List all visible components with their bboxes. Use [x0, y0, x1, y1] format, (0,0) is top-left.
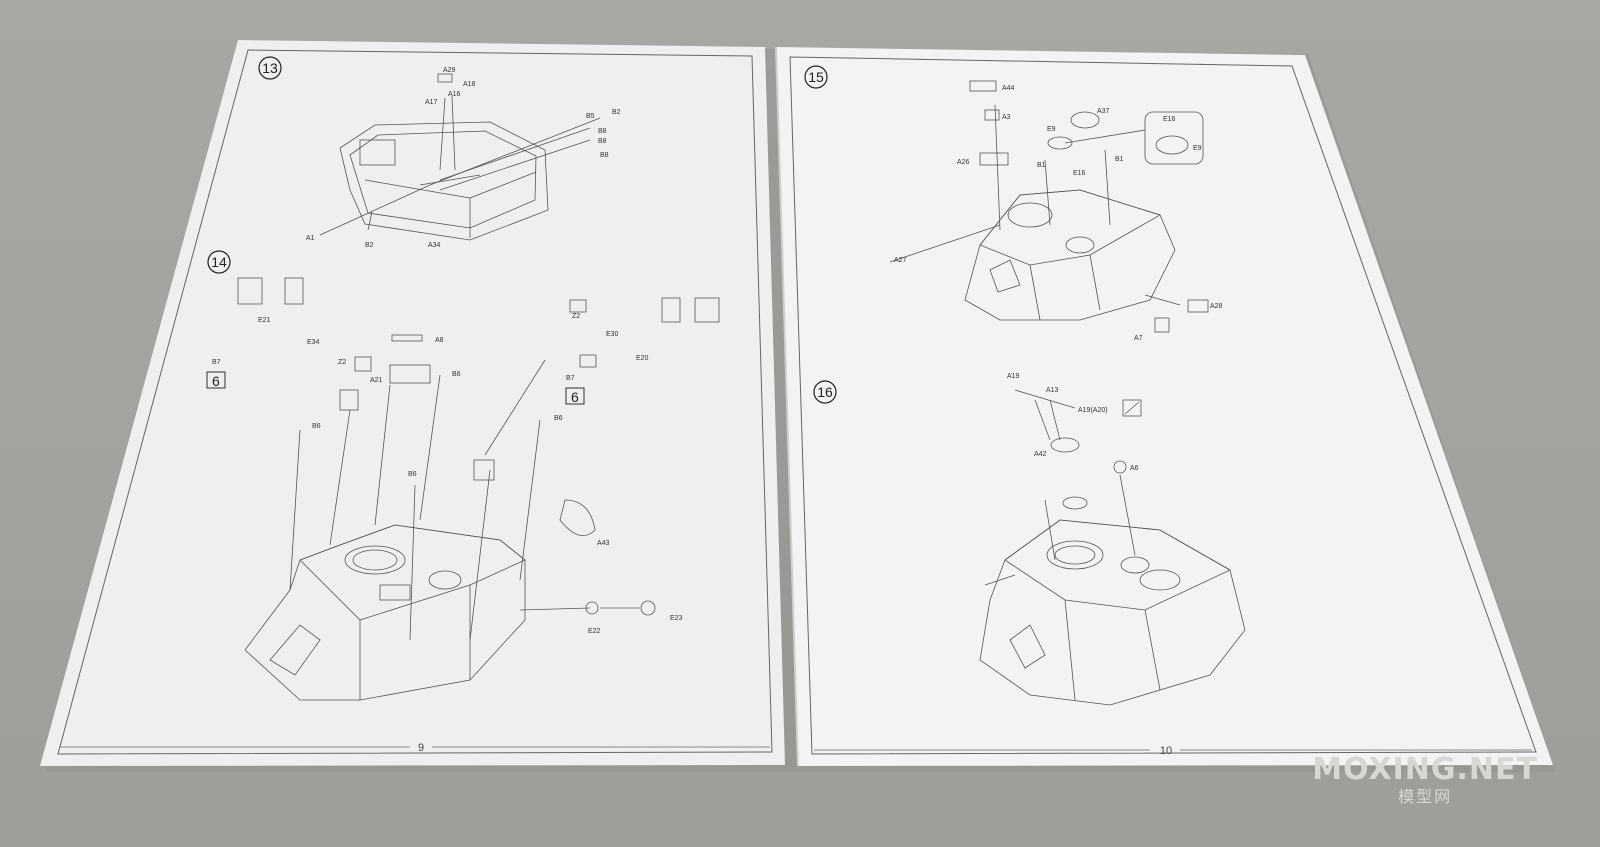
- svg-text:A7: A7: [1134, 335, 1143, 342]
- svg-text:A17: A17: [425, 99, 438, 106]
- svg-text:E30: E30: [606, 331, 619, 338]
- right-page: 15: [775, 46, 1553, 767]
- svg-text:B6: B6: [312, 423, 321, 430]
- left-page-number: 9: [418, 742, 424, 754]
- svg-text:B5: B5: [586, 113, 595, 120]
- step-13: 13 A29 A18 A1: [258, 56, 621, 249]
- svg-text:E9: E9: [1193, 145, 1202, 152]
- svg-text:E16: E16: [1073, 170, 1086, 177]
- svg-text:A26: A26: [957, 159, 970, 166]
- svg-text:E9: E9: [1047, 126, 1056, 133]
- svg-text:B6: B6: [452, 371, 461, 378]
- svg-text:E16: E16: [1163, 116, 1176, 123]
- svg-text:A29: A29: [443, 67, 456, 74]
- watermark-main: MOXING.NET: [1312, 752, 1538, 787]
- step-14-turret-drawing: [237, 277, 720, 701]
- svg-text:B8: B8: [598, 138, 607, 145]
- svg-text:E34: E34: [307, 339, 320, 346]
- svg-text:E23: E23: [670, 615, 683, 622]
- svg-text:E22: E22: [588, 628, 601, 635]
- right-page-paper: [776, 47, 1553, 766]
- svg-text:A28: A28: [1210, 303, 1223, 310]
- step-14-number: 14: [211, 254, 227, 270]
- step-15: 15: [804, 65, 1223, 342]
- step-15-turret-drawing: [889, 80, 1209, 333]
- step-15-callouts: A44 A3 A37 E16 E9 E9 B1 B1 E16 A26 A27 A…: [894, 85, 1223, 342]
- left-page: 13 A29 A18 A1: [40, 40, 785, 766]
- svg-text:A34: A34: [428, 242, 441, 249]
- svg-text:B7: B7: [566, 375, 575, 382]
- svg-text:A13: A13: [1046, 387, 1059, 394]
- svg-text:A19(A20): A19(A20): [1078, 407, 1108, 414]
- svg-text:A1: A1: [306, 235, 315, 242]
- svg-text:6: 6: [212, 373, 220, 389]
- svg-text:B2: B2: [612, 109, 621, 116]
- svg-text:A27: A27: [894, 257, 907, 264]
- left-page-border: [57, 49, 773, 755]
- step-16-number: 16: [817, 384, 833, 400]
- watermark: MOXING.NET 模型网: [1312, 752, 1538, 807]
- watermark-sub: 模型网: [1398, 787, 1453, 806]
- svg-text:B8: B8: [598, 128, 607, 135]
- left-page-paper: [40, 40, 785, 766]
- step-13-number: 13: [262, 60, 278, 76]
- svg-text:6: 6: [571, 389, 579, 405]
- svg-text:Z2: Z2: [572, 313, 580, 320]
- step-14-callouts: E21 E34 B7 Z2 A21 A8 B6 B6 B6 Z2 E30 E20…: [206, 313, 683, 635]
- svg-text:B7: B7: [212, 359, 221, 366]
- svg-text:A21: A21: [370, 377, 383, 384]
- svg-text:E21: E21: [258, 317, 271, 324]
- svg-text:A6: A6: [1130, 465, 1139, 472]
- svg-text:A18: A18: [463, 81, 476, 88]
- step-14: 14: [206, 250, 720, 701]
- svg-text:Z2: Z2: [338, 359, 346, 366]
- svg-text:E20: E20: [636, 355, 649, 362]
- svg-text:A44: A44: [1002, 85, 1015, 92]
- step-16-callouts: A19 A13 A19(A20) A42 A6: [1007, 373, 1139, 472]
- svg-text:A19: A19: [1007, 373, 1020, 380]
- svg-text:B6: B6: [408, 471, 417, 478]
- svg-text:A37: A37: [1097, 108, 1110, 115]
- svg-text:B6: B6: [554, 415, 563, 422]
- svg-text:A3: A3: [1002, 114, 1011, 121]
- right-page-border: [789, 56, 1537, 755]
- svg-text:B1: B1: [1037, 162, 1046, 169]
- svg-text:A43: A43: [597, 540, 610, 547]
- step-15-number: 15: [808, 69, 824, 85]
- svg-text:B2: B2: [365, 242, 374, 249]
- right-page-number: 10: [1160, 745, 1172, 757]
- step-13-hull-drawing: [319, 73, 601, 241]
- step-16-turret-drawing: [979, 389, 1246, 706]
- step-16: 16: [813, 373, 1246, 706]
- svg-text:A42: A42: [1034, 451, 1047, 458]
- svg-text:A8: A8: [435, 337, 444, 344]
- step-13-callouts: A29 A18 A17 A16 B5 B2 B8 B8 B8 A1 B2 A34: [306, 67, 621, 249]
- svg-text:B1: B1: [1115, 156, 1124, 163]
- svg-text:B8: B8: [600, 152, 609, 159]
- svg-text:A16: A16: [448, 91, 461, 98]
